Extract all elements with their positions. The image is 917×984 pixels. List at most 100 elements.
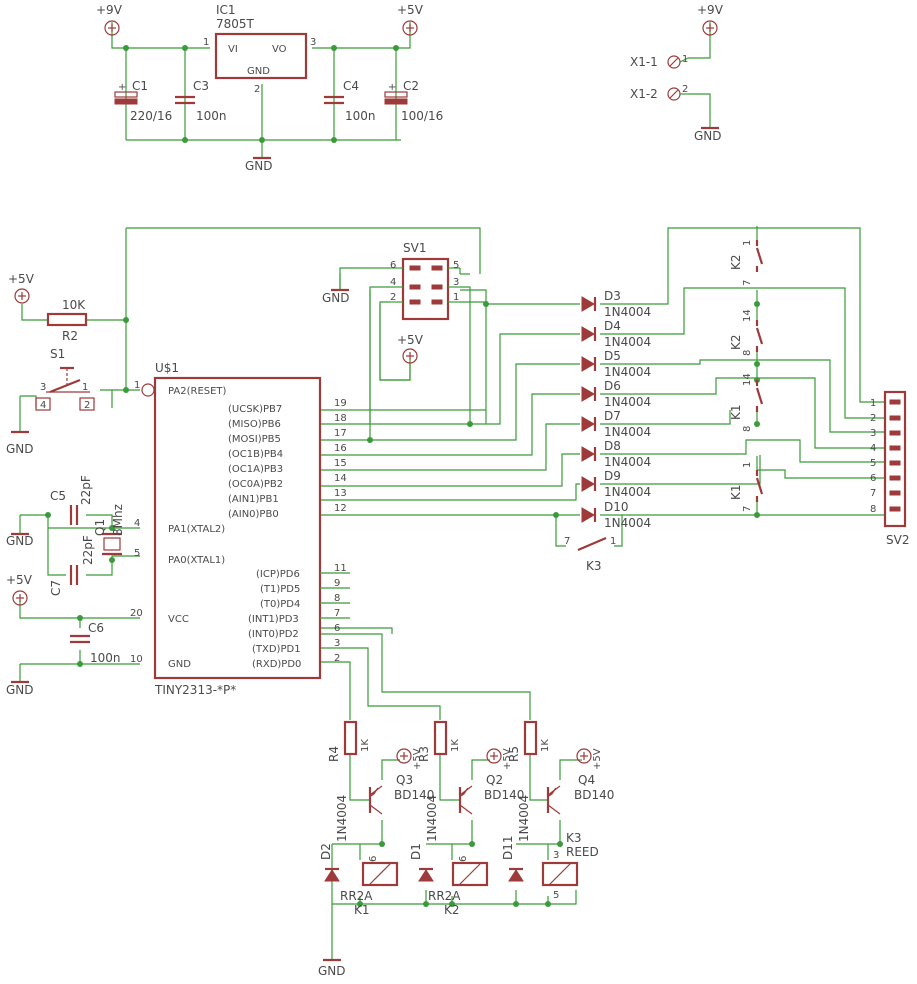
supply-label: +5V <box>8 272 35 286</box>
diode-d1: D1 1N4004 <box>409 795 439 883</box>
wires <box>19 22 885 960</box>
pin-label: PA1(XTAL2) <box>168 524 225 535</box>
pin-number: 1 <box>682 54 688 65</box>
diode-d5: D5 1N4004 <box>580 349 651 379</box>
part-name: D5 <box>604 349 621 363</box>
part-name: D8 <box>604 439 621 453</box>
part-name: K2 <box>444 903 460 917</box>
supply-label: +5V <box>397 3 424 17</box>
pin-number: 18 <box>334 413 347 424</box>
supply-label: +5V <box>397 333 424 347</box>
pin-number: 15 <box>334 458 347 469</box>
pin-number: 1 <box>82 382 88 393</box>
part-name: Q2 <box>486 773 503 787</box>
pin-number: 5 <box>134 548 140 559</box>
ground-a: GND <box>245 156 273 173</box>
part-value: BD140 <box>574 788 614 802</box>
part-value: 1N4004 <box>604 516 651 530</box>
part-name: D3 <box>604 289 621 303</box>
relay-coil-k1: 6 RR2A K1 <box>340 856 399 917</box>
resistor-r5: R5 1K <box>507 720 551 762</box>
supply-q3: +5V <box>396 748 423 770</box>
relay-drivers: R4 1K R3 1K R5 1K +5V +5V +5V Q3 BD140 Q… <box>318 720 614 978</box>
pin-number: 4 <box>134 518 140 529</box>
reset-circuit: +5V 10K R2 S1 3 1 4 2 GND <box>6 272 95 456</box>
ground-label: GND <box>318 964 346 978</box>
part-name: K1 <box>729 484 743 500</box>
pin-label: (INT1)PD3 <box>248 614 299 625</box>
relay-coil-k3: K3 REED 3 5 <box>541 831 599 901</box>
connector-label: X1-1 <box>630 55 658 69</box>
pin-number: 17 <box>334 428 347 439</box>
diode-array: D3 1N4004 D4 1N4004 D5 1N4004 D6 1N4004 … <box>580 289 651 530</box>
part-name: D4 <box>604 319 621 333</box>
part-value: 8Mhz <box>111 504 125 536</box>
capacitor-c3: C3 100n <box>173 79 227 123</box>
part-name: D2 <box>319 843 333 860</box>
pin-number: 7 <box>742 506 753 512</box>
part-value: 220/16 <box>130 109 172 123</box>
pin-label: (T0)PD4 <box>260 599 300 610</box>
pin-number: 1 <box>870 398 876 409</box>
contact-k1-b: K1 1 7 <box>729 462 764 512</box>
diode-d9: D9 1N4004 <box>580 469 651 499</box>
pin-number: 4 <box>390 277 396 288</box>
pin-number: 4 <box>870 443 876 454</box>
part-name: R2 <box>62 329 78 343</box>
part-value: BD140 <box>484 788 524 802</box>
pin-label: (MISO)PB6 <box>228 419 281 430</box>
supply-label: +9V <box>96 3 123 17</box>
power-section: +9V +5V IC1 7805T VI VO GND 1 3 2 + C1 2… <box>96 3 443 173</box>
switch-s1: S1 3 1 4 2 <box>35 347 95 411</box>
pin-label: (MOSI)PB5 <box>228 434 281 445</box>
part-name: SV1 <box>403 241 426 255</box>
pin-number: 8 <box>742 426 753 432</box>
part-name: C5 <box>50 489 66 503</box>
part-value: 1N4004 <box>604 365 651 379</box>
supply-label: +5V <box>502 748 513 770</box>
part-name: S1 <box>50 347 65 361</box>
part-name: C3 <box>193 79 209 93</box>
pin-number: 1 <box>610 536 616 547</box>
transistor-q3: Q3 BD140 <box>368 773 434 816</box>
ground-label: GND <box>6 683 34 697</box>
pin-number: 3 <box>310 37 316 48</box>
diode-d7: D7 1N4004 <box>580 409 651 439</box>
part-name: C6 <box>88 621 104 635</box>
pin-label: (AIN1)PB1 <box>228 494 279 505</box>
part-value: 1K <box>450 739 461 752</box>
part-name: R3 <box>417 746 431 762</box>
part-value: 100n <box>345 109 376 123</box>
part-value: 1N4004 <box>604 335 651 349</box>
pin-label: PA2(RESET) <box>168 386 227 397</box>
diode-d3: D3 1N4004 <box>580 289 651 319</box>
junctions <box>45 45 760 907</box>
supply-q4: +5V <box>576 748 603 770</box>
pin-number: 19 <box>334 398 347 409</box>
supply-label: +5V <box>592 748 603 770</box>
pin-label: (UCSK)PB7 <box>228 404 282 415</box>
pin-number: 8 <box>742 350 753 356</box>
pin-number: 5 <box>453 260 459 271</box>
contact-k2-a: K2 1 7 <box>729 238 764 286</box>
pin-number: 2 <box>254 84 260 95</box>
pin-number: 4 <box>40 400 46 411</box>
supply-9v-a: +9V <box>96 3 123 36</box>
capacitor-c4: C4 100n <box>322 79 376 123</box>
part-name: K2 <box>729 334 743 350</box>
part-name: Q1 <box>93 519 107 536</box>
pin-number: 9 <box>334 578 340 589</box>
pin-number: 11 <box>334 563 347 574</box>
pin-number: 8 <box>334 593 340 604</box>
supply-label: +5V <box>6 573 33 587</box>
pin-label: (RXD)PD0 <box>252 659 301 670</box>
pin-number: 6 <box>458 856 469 862</box>
pin-label: VI <box>228 44 238 55</box>
microcontroller-u1: U$1 TINY2313-*P* PA2(RESET) PA1(XTAL2) P… <box>130 361 350 697</box>
part-name: K2 <box>729 254 743 270</box>
part-name: IC1 <box>216 3 236 17</box>
pin-number: 6 <box>390 260 396 271</box>
part-name: C2 <box>403 79 419 93</box>
pin-label: (T1)PD5 <box>260 584 300 595</box>
